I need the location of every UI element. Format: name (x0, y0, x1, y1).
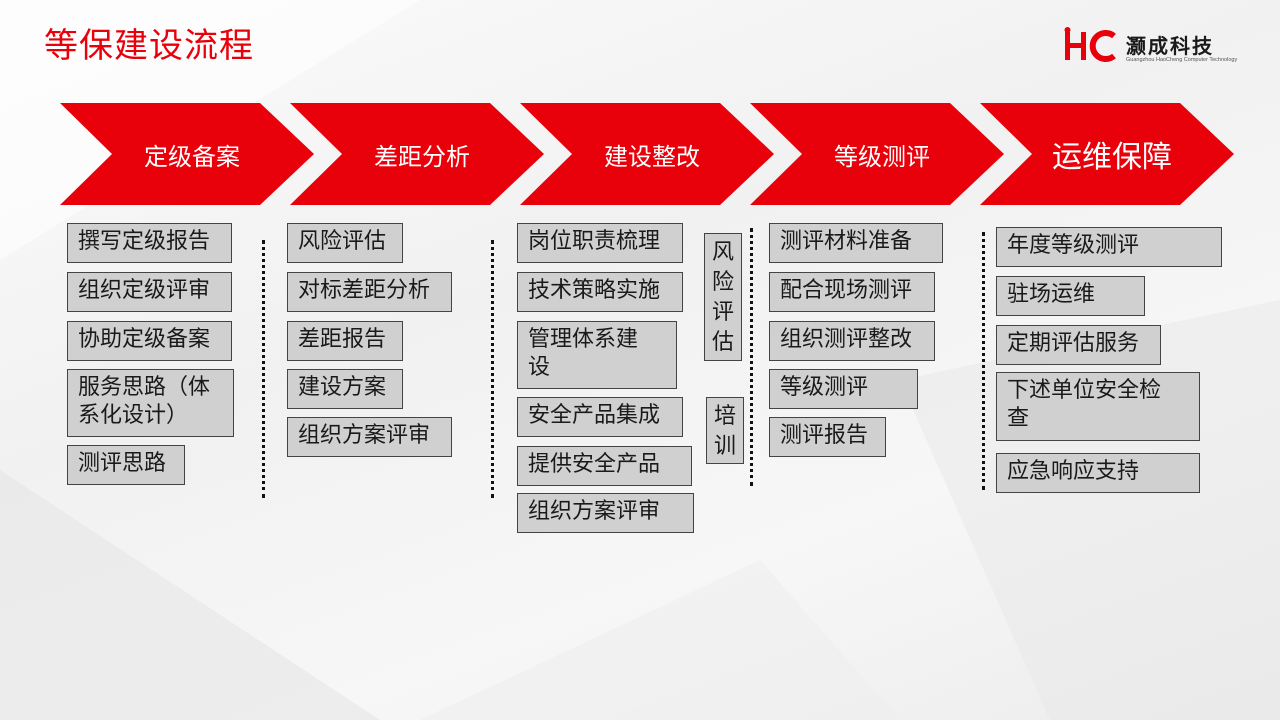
list-item: 组织方案评审 (287, 417, 452, 457)
list-item: 风险评估 (287, 223, 403, 263)
list-item: 组织测评整改 (769, 321, 935, 361)
side-item-training: 培 训 (706, 397, 744, 464)
list-item: 应急响应支持 (996, 453, 1200, 493)
stage-chevron-5: 运维保障 (980, 103, 1236, 205)
list-item: 测评材料准备 (769, 223, 943, 263)
list-item: 管理体系建 设 (517, 321, 677, 389)
list-item: 岗位职责梳理 (517, 223, 683, 263)
list-item: 撰写定级报告 (67, 223, 232, 263)
company-logo: 灏成科技 Guangzhou HaoCheng Computer Technol… (1062, 26, 1262, 70)
list-item: 安全产品集成 (517, 397, 683, 437)
stage-chevron-3: 建设整改 (520, 103, 776, 205)
stage-label-4: 等级测评 (834, 142, 930, 171)
company-name: 灏成科技 (1126, 34, 1214, 58)
stage-chevron-2: 差距分析 (290, 103, 546, 205)
stage-label-5: 运维保障 (1052, 140, 1172, 175)
stage-chevron-4: 等级测评 (750, 103, 1006, 205)
list-item: 差距报告 (287, 321, 403, 361)
column-divider (262, 240, 265, 498)
list-item: 年度等级测评 (996, 227, 1222, 267)
list-item: 等级测评 (769, 369, 918, 409)
list-item: 下述单位安全检 查 (996, 372, 1200, 441)
list-item: 提供安全产品 (517, 446, 692, 486)
list-item: 配合现场测评 (769, 272, 935, 312)
page-title: 等保建设流程 (44, 26, 254, 66)
list-item: 服务思路（体 系化设计） (67, 369, 234, 437)
hc-logo-icon (1064, 27, 1116, 62)
stage-chevron-1: 定级备案 (60, 103, 316, 205)
list-item: 技术策略实施 (517, 272, 683, 312)
list-item: 对标差距分析 (287, 272, 452, 312)
list-item: 定期评估服务 (996, 325, 1161, 365)
stage-label-2: 差距分析 (374, 142, 470, 171)
list-item: 建设方案 (287, 369, 403, 409)
stage-label-1: 定级备案 (144, 142, 240, 171)
list-item: 协助定级备案 (67, 321, 232, 361)
company-subtitle: Guangzhou HaoCheng Computer Technology (1126, 57, 1238, 63)
list-item: 组织定级评审 (67, 272, 232, 312)
list-item: 测评思路 (67, 445, 185, 485)
list-item: 测评报告 (769, 417, 886, 457)
column-divider (750, 228, 753, 486)
column-divider (491, 240, 494, 498)
list-item: 驻场运维 (996, 276, 1145, 316)
list-item: 组织方案评审 (517, 493, 694, 533)
side-item-risk-assessment: 风 险 评 估 (704, 233, 742, 361)
column-divider (982, 232, 985, 490)
stage-label-3: 建设整改 (604, 142, 700, 171)
